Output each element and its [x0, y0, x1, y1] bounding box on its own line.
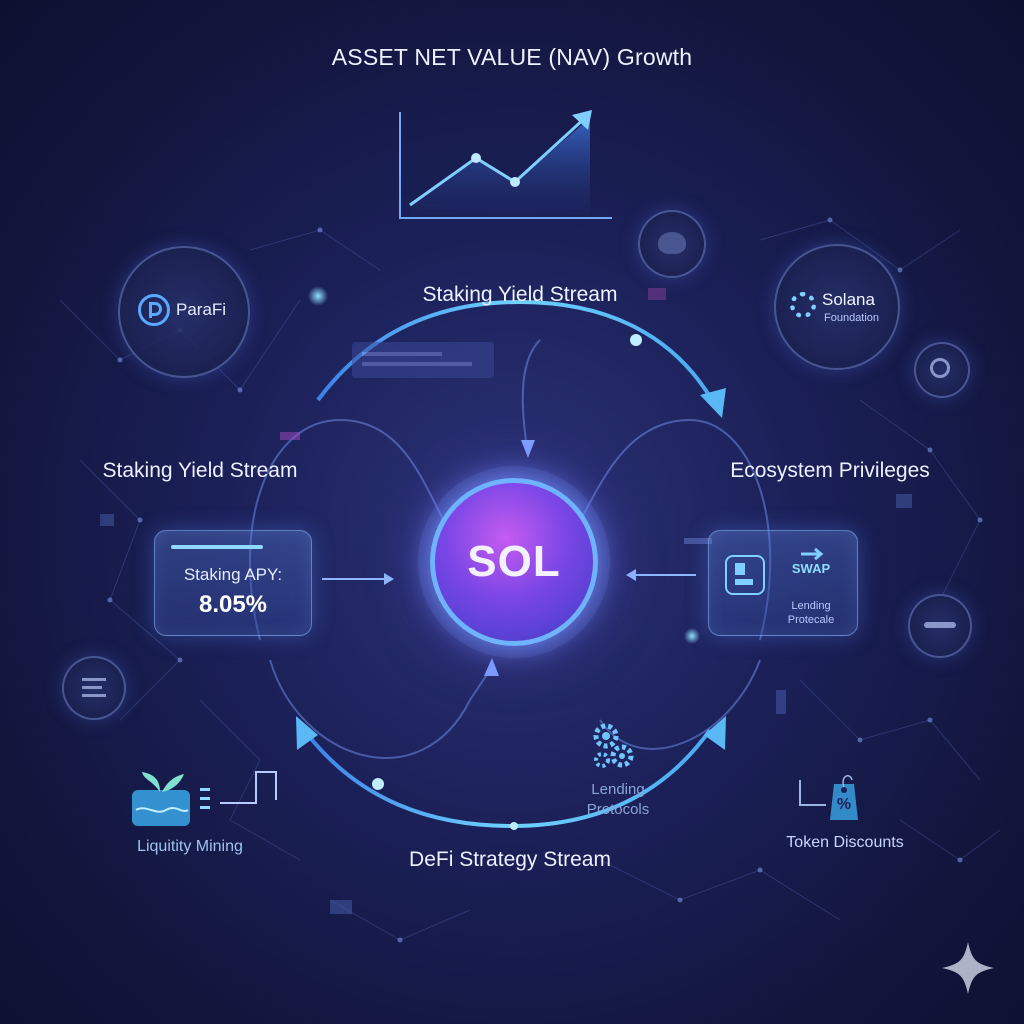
bottom-arc-arrowhead-left — [296, 716, 318, 750]
lending-protocol-label: Lending Protecale — [787, 600, 835, 626]
ecosystem-privileges-card: SWAP Lending Protecale — [708, 530, 858, 636]
staking-apy-value: 8.05% — [198, 591, 268, 618]
liquidity-mining-label: Liquitity Mining — [137, 838, 243, 855]
menu-icon — [62, 656, 126, 720]
arrowhead — [626, 569, 636, 581]
privileges-grid-icon — [725, 555, 765, 595]
parafi-logo-icon — [138, 294, 170, 326]
liquidity-dots-icon — [200, 786, 214, 812]
right-stream-label: Ecosystem Privileges — [730, 459, 930, 482]
sol-token: SOL — [430, 478, 598, 646]
top-arc-arrowhead — [700, 388, 726, 418]
top-stream-label: Staking Yield Stream — [422, 283, 618, 306]
nav-growth-chart-icon — [399, 110, 612, 219]
solana-logo-icon — [790, 292, 816, 318]
glow-node — [684, 628, 700, 644]
inner-arrowhead — [521, 440, 535, 458]
parafi-name: ParaFi — [176, 300, 227, 319]
staking-apy-label: Staking APY: — [183, 565, 283, 584]
token-discounts-label: Token Discounts — [786, 834, 904, 851]
solana-foundation-badge: Solana Foundation — [774, 244, 900, 370]
panther-icon — [638, 210, 706, 278]
token-connector — [799, 780, 826, 806]
arc-node — [372, 778, 384, 790]
price-tag-icon — [826, 770, 862, 824]
arc-node — [510, 822, 518, 830]
swap-label: SWAP — [791, 561, 831, 576]
inner-loop-lines — [248, 339, 772, 759]
gears-icon — [590, 720, 636, 770]
discount-symbol: % — [836, 796, 852, 813]
inner-arrowhead — [484, 658, 499, 676]
sol-token-label: SOL — [467, 537, 561, 586]
bottom-stream-label: DeFi Strategy Stream — [409, 848, 611, 871]
arrowhead — [384, 573, 394, 585]
page-title: ASSET NET VALUE (NAV) Growth — [331, 44, 693, 70]
decor-chips — [100, 288, 912, 914]
liquidity-connector — [220, 771, 277, 804]
lending-protocols-label: Lending Protocols — [586, 781, 650, 818]
solana-name: Solana — [822, 290, 875, 309]
liquidity-mining-icon — [130, 770, 196, 828]
coin-icon — [914, 342, 970, 398]
card-highlight-bar — [171, 545, 263, 549]
link-icon — [908, 594, 972, 658]
swap-arrows-icon — [781, 547, 841, 561]
solana-sub: Foundation — [824, 312, 880, 324]
sparkle-icon — [942, 942, 994, 994]
staking-apy-card: Staking APY: 8.05% — [154, 530, 312, 636]
glow-node — [308, 286, 328, 306]
parafi-badge: ParaFi — [118, 246, 250, 378]
bottom-arc-arrowhead-right — [704, 716, 726, 750]
arc-node — [630, 334, 642, 346]
left-stream-label: Staking Yield Stream — [102, 459, 298, 482]
